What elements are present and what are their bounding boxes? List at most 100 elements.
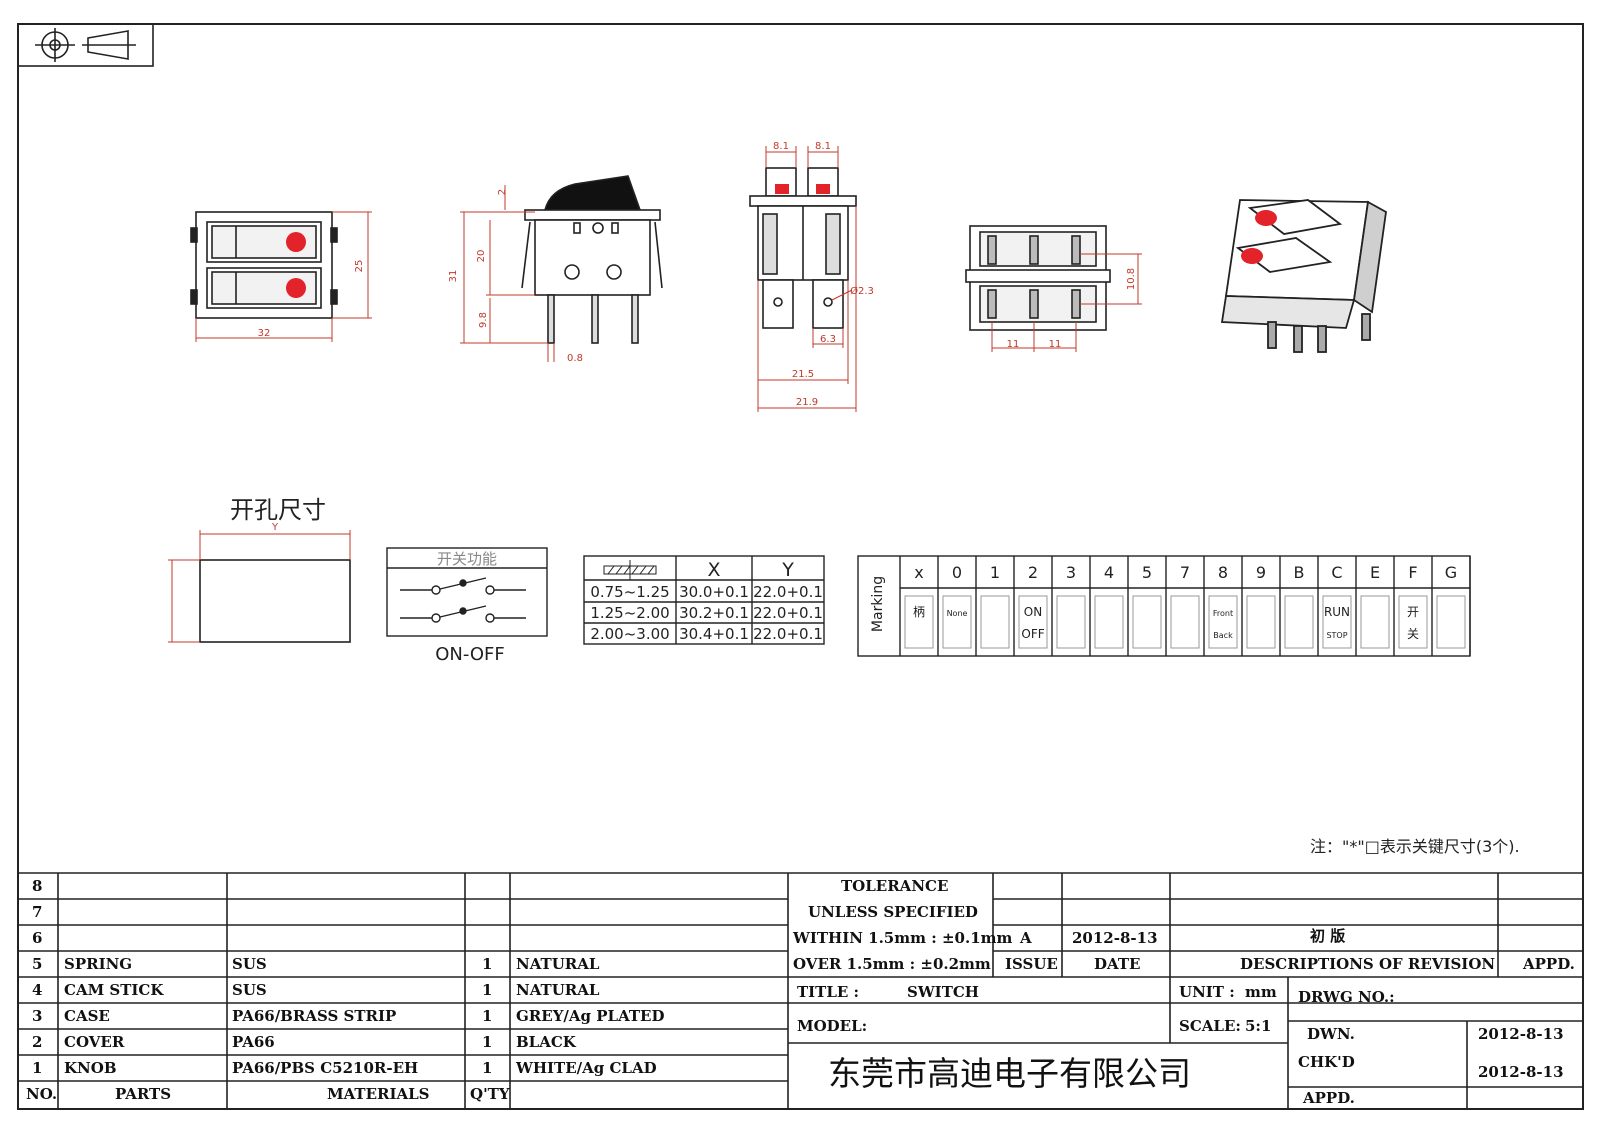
dim-end-dia: Ø2.3 — [850, 285, 874, 297]
marking-code: 5 — [1142, 563, 1152, 582]
isometric-view — [1220, 199, 1387, 353]
parts-material-cell: SUS — [232, 955, 267, 973]
parts-part-cell: SPRING — [64, 955, 133, 973]
parts-qty-cell: 1 — [482, 1059, 493, 1077]
panel-thickness-table — [583, 555, 825, 645]
marking-symbol: 开 — [1407, 605, 1419, 619]
dwn-date: 2012-8-13 — [1478, 1025, 1564, 1043]
parts-no-cell: 8 — [32, 877, 43, 895]
marking-symbol-icon — [1056, 595, 1086, 649]
parts-qty-cell: 1 — [482, 1033, 493, 1051]
chkd-label: CHK'D — [1298, 1053, 1355, 1071]
marking-code: C — [1331, 563, 1342, 582]
front-dims — [195, 211, 372, 342]
marking-symbol: OFF — [1021, 627, 1044, 641]
scale-label: SCALE: — [1179, 1017, 1241, 1035]
parts-finish-cell: NATURAL — [516, 981, 600, 999]
cutout-y-label: Y — [271, 522, 279, 533]
dim-side-top: 2 — [497, 189, 508, 195]
marking-table — [857, 555, 1471, 657]
header-parts: PARTS — [115, 1085, 172, 1103]
parts-part-cell: COVER — [64, 1033, 125, 1051]
marking-code: B — [1294, 563, 1305, 582]
dim-side-height: 20 — [476, 250, 487, 263]
end-view — [749, 167, 857, 329]
marking-code: F — [1408, 563, 1417, 582]
parts-no-cell: 2 — [32, 1033, 43, 1051]
note-text: 注："*"□表示关键尺寸(3个). — [1310, 837, 1520, 856]
front-view — [190, 211, 338, 319]
panel-cell: 0.75~1.25 — [590, 583, 669, 601]
marking-symbol-icon — [1360, 595, 1390, 649]
panel-header-x: X — [707, 559, 720, 581]
marking-code: x — [914, 563, 923, 582]
desc-header: DESCRIPTIONS OF REVISION — [1240, 955, 1496, 973]
bottom-dims — [991, 253, 1142, 352]
unit-label: UNIT : — [1179, 983, 1235, 1001]
parts-no-cell: 3 — [32, 1007, 43, 1025]
marking-symbol-icon — [942, 595, 972, 649]
marking-code: 1 — [990, 563, 1000, 582]
header-materials: MATERIALS — [327, 1085, 430, 1103]
dim-front-height: 25 — [354, 260, 365, 273]
cutout-title: 开孔尺寸 — [230, 496, 326, 524]
parts-part-cell: CASE — [64, 1007, 110, 1025]
parts-finish-cell: WHITE/Ag CLAD — [516, 1059, 657, 1077]
marking-symbol: None — [947, 609, 968, 618]
marking-symbol: 柄 — [913, 605, 925, 619]
marking-symbol-icon — [1284, 595, 1314, 649]
title-label: TITLE : — [797, 983, 860, 1001]
dim-end-tab: 6.3 — [820, 334, 836, 345]
parts-no-cell: 5 — [32, 955, 43, 973]
panel-cell: 30.2+0.1 — [679, 604, 749, 622]
dim-bottom-height: 10.8 — [1126, 268, 1137, 290]
marking-symbol-icon — [1398, 595, 1428, 649]
marking-symbol: RUN — [1324, 605, 1350, 619]
dim-end-w3: 21.5 — [792, 369, 814, 380]
panel-hatch-icon — [603, 560, 657, 580]
marking-symbol-icon — [1132, 595, 1162, 649]
parts-no-cell: 6 — [32, 929, 43, 947]
date-header: DATE — [1094, 955, 1141, 973]
bottom-view — [965, 225, 1111, 331]
marking-symbol-icon — [980, 595, 1010, 649]
marking-symbol: ON — [1024, 605, 1042, 619]
parts-material-cell: PA66 — [232, 1033, 275, 1051]
parts-no-cell: 7 — [32, 903, 43, 921]
marking-label: Marking — [870, 576, 886, 632]
dim-side-pin: 9.8 — [478, 312, 489, 328]
parts-qty-cell: 1 — [482, 1007, 493, 1025]
switch-function-box — [386, 547, 548, 637]
panel-cell: 30.0+0.1 — [679, 583, 749, 601]
marking-symbol: Front — [1213, 609, 1233, 618]
marking-symbol-icon — [1094, 595, 1124, 649]
title-block-grid — [18, 872, 1583, 1109]
switch-function-caption: ON-OFF — [435, 644, 505, 665]
marking-code: 3 — [1066, 563, 1076, 582]
parts-part-cell: CAM STICK — [64, 981, 164, 999]
tolerance-line4: OVER 1.5mm : ±0.2mm — [793, 955, 991, 973]
marking-symbol-icon — [1208, 595, 1238, 649]
marking-symbol: STOP — [1326, 631, 1347, 640]
revision-desc: 初 版 — [1310, 927, 1346, 945]
marking-code: 4 — [1104, 563, 1114, 582]
dim-end-w4: 21.9 — [796, 397, 818, 408]
side-view — [521, 175, 663, 344]
dwn-label: DWN. — [1307, 1025, 1355, 1043]
issue-header: ISSUE — [1005, 955, 1058, 973]
side-dims — [460, 185, 555, 362]
header-no: NO. — [26, 1085, 58, 1103]
chkd-date: 2012-8-13 — [1478, 1063, 1564, 1081]
marking-symbol: 关 — [1407, 627, 1419, 641]
marking-code: 2 — [1028, 563, 1038, 582]
cutout-drawing — [199, 559, 351, 643]
marking-code: 8 — [1218, 563, 1228, 582]
company-name: 东莞市高迪电子有限公司 — [828, 1054, 1191, 1093]
end-dims — [757, 146, 857, 412]
scale-value: 5:1 — [1245, 1017, 1272, 1035]
parts-part-cell: KNOB — [64, 1059, 117, 1077]
sheet-border — [17, 23, 1584, 1110]
revision-issue: A — [1020, 929, 1032, 947]
